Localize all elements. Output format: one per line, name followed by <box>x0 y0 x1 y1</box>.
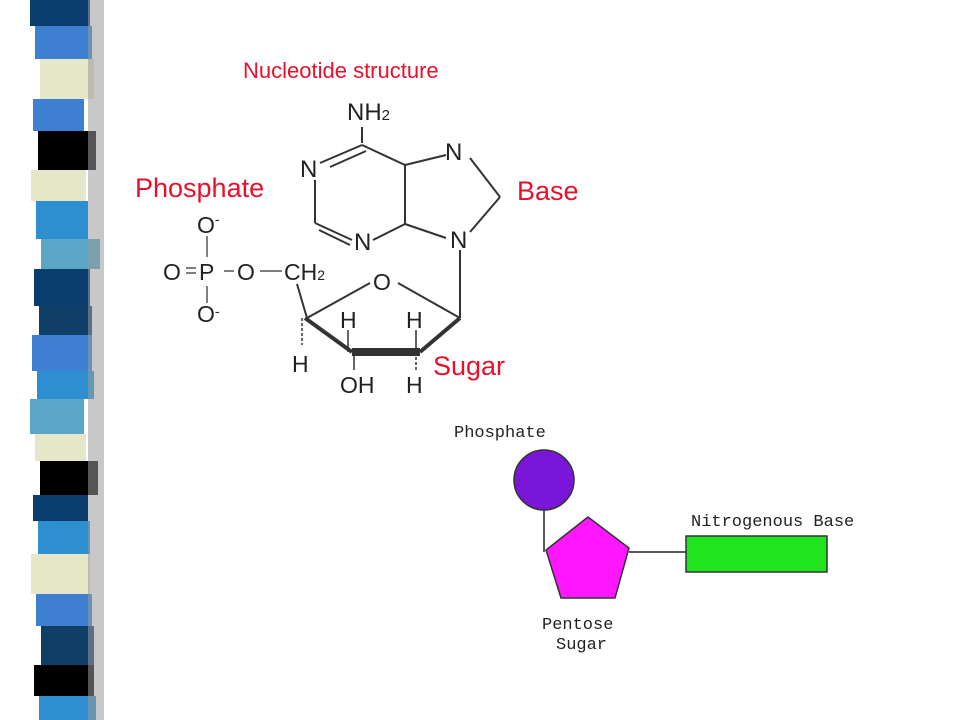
oxygen-minus-bottom: O- <box>197 301 220 327</box>
phosphate-label: Phosphate <box>135 173 264 203</box>
sidebar-stripe <box>41 626 94 665</box>
schematic-phosphate-label: Phosphate <box>454 424 546 443</box>
oxygen-ring: O <box>373 269 391 295</box>
sidebar-stripe <box>39 306 92 335</box>
schematic-sugar-label-2: Sugar <box>556 636 607 655</box>
schematic-base-label: Nitrogenous Base <box>691 513 854 532</box>
sugar-ring <box>296 282 462 370</box>
sidebar-stripe <box>31 554 90 594</box>
ring-n1: N <box>300 156 317 183</box>
atom-labels: NH2 N N N N O- O P O CH2 O- O H H H OH H <box>163 99 467 398</box>
sidebar-stripe <box>32 335 92 371</box>
hydrogen-bottom-right: H <box>406 372 423 398</box>
sidebar-stripe <box>38 521 90 554</box>
sidebar-stripe <box>33 495 88 521</box>
ring-n2: N <box>445 139 462 166</box>
oxygen-double: O <box>163 259 181 285</box>
sidebar-stripe <box>35 434 86 461</box>
sidebar-stripe <box>30 399 84 434</box>
sidebar-stripe <box>31 170 86 201</box>
ring-n4: N <box>450 227 467 254</box>
base-label: Base <box>517 176 579 206</box>
sidebar-stripe <box>37 371 94 399</box>
phosphate-bonds <box>186 236 282 303</box>
sugar-label: Sugar <box>433 351 505 381</box>
pentose-pentagon <box>545 516 630 599</box>
sidebar-stripe <box>34 269 90 306</box>
sidebar-stripe <box>38 131 96 170</box>
diagram-title: Nucleotide structure <box>243 58 439 83</box>
sidebar-stripe <box>39 696 96 720</box>
sidebar-shadow <box>88 0 104 720</box>
schematic-nucleotide: Phosphate Nitrogenous Base Pentose Sugar <box>454 424 854 655</box>
sidebar-stripe <box>34 665 94 696</box>
hydrogen-right: H <box>406 307 423 333</box>
base-bonds <box>314 127 501 318</box>
schematic-sugar-label-1: Pentose <box>542 616 613 635</box>
hydrogen-bottom-left: H <box>292 351 309 377</box>
sidebar-stripe <box>30 0 90 26</box>
oxygen-minus-top: O- <box>197 211 220 238</box>
sidebar-stripe <box>40 59 94 99</box>
sidebar-stripe <box>33 99 84 131</box>
phosphorus: P <box>199 259 214 285</box>
sidebar-stripe <box>36 201 88 239</box>
nitrogenous-base-rect <box>685 535 828 573</box>
hydroxyl: OH <box>340 372 375 398</box>
ring-n3: N <box>354 229 371 256</box>
sidebar-stripe <box>35 26 92 59</box>
phosphate-circle <box>513 449 575 511</box>
decorative-sidebar <box>0 0 110 720</box>
oxygen-ester: O <box>237 259 255 285</box>
ch2-group: CH2 <box>284 259 325 285</box>
hydrogen-left: H <box>340 307 357 333</box>
amine-text: NH2 <box>347 99 390 126</box>
sidebar-stripe <box>36 594 92 626</box>
